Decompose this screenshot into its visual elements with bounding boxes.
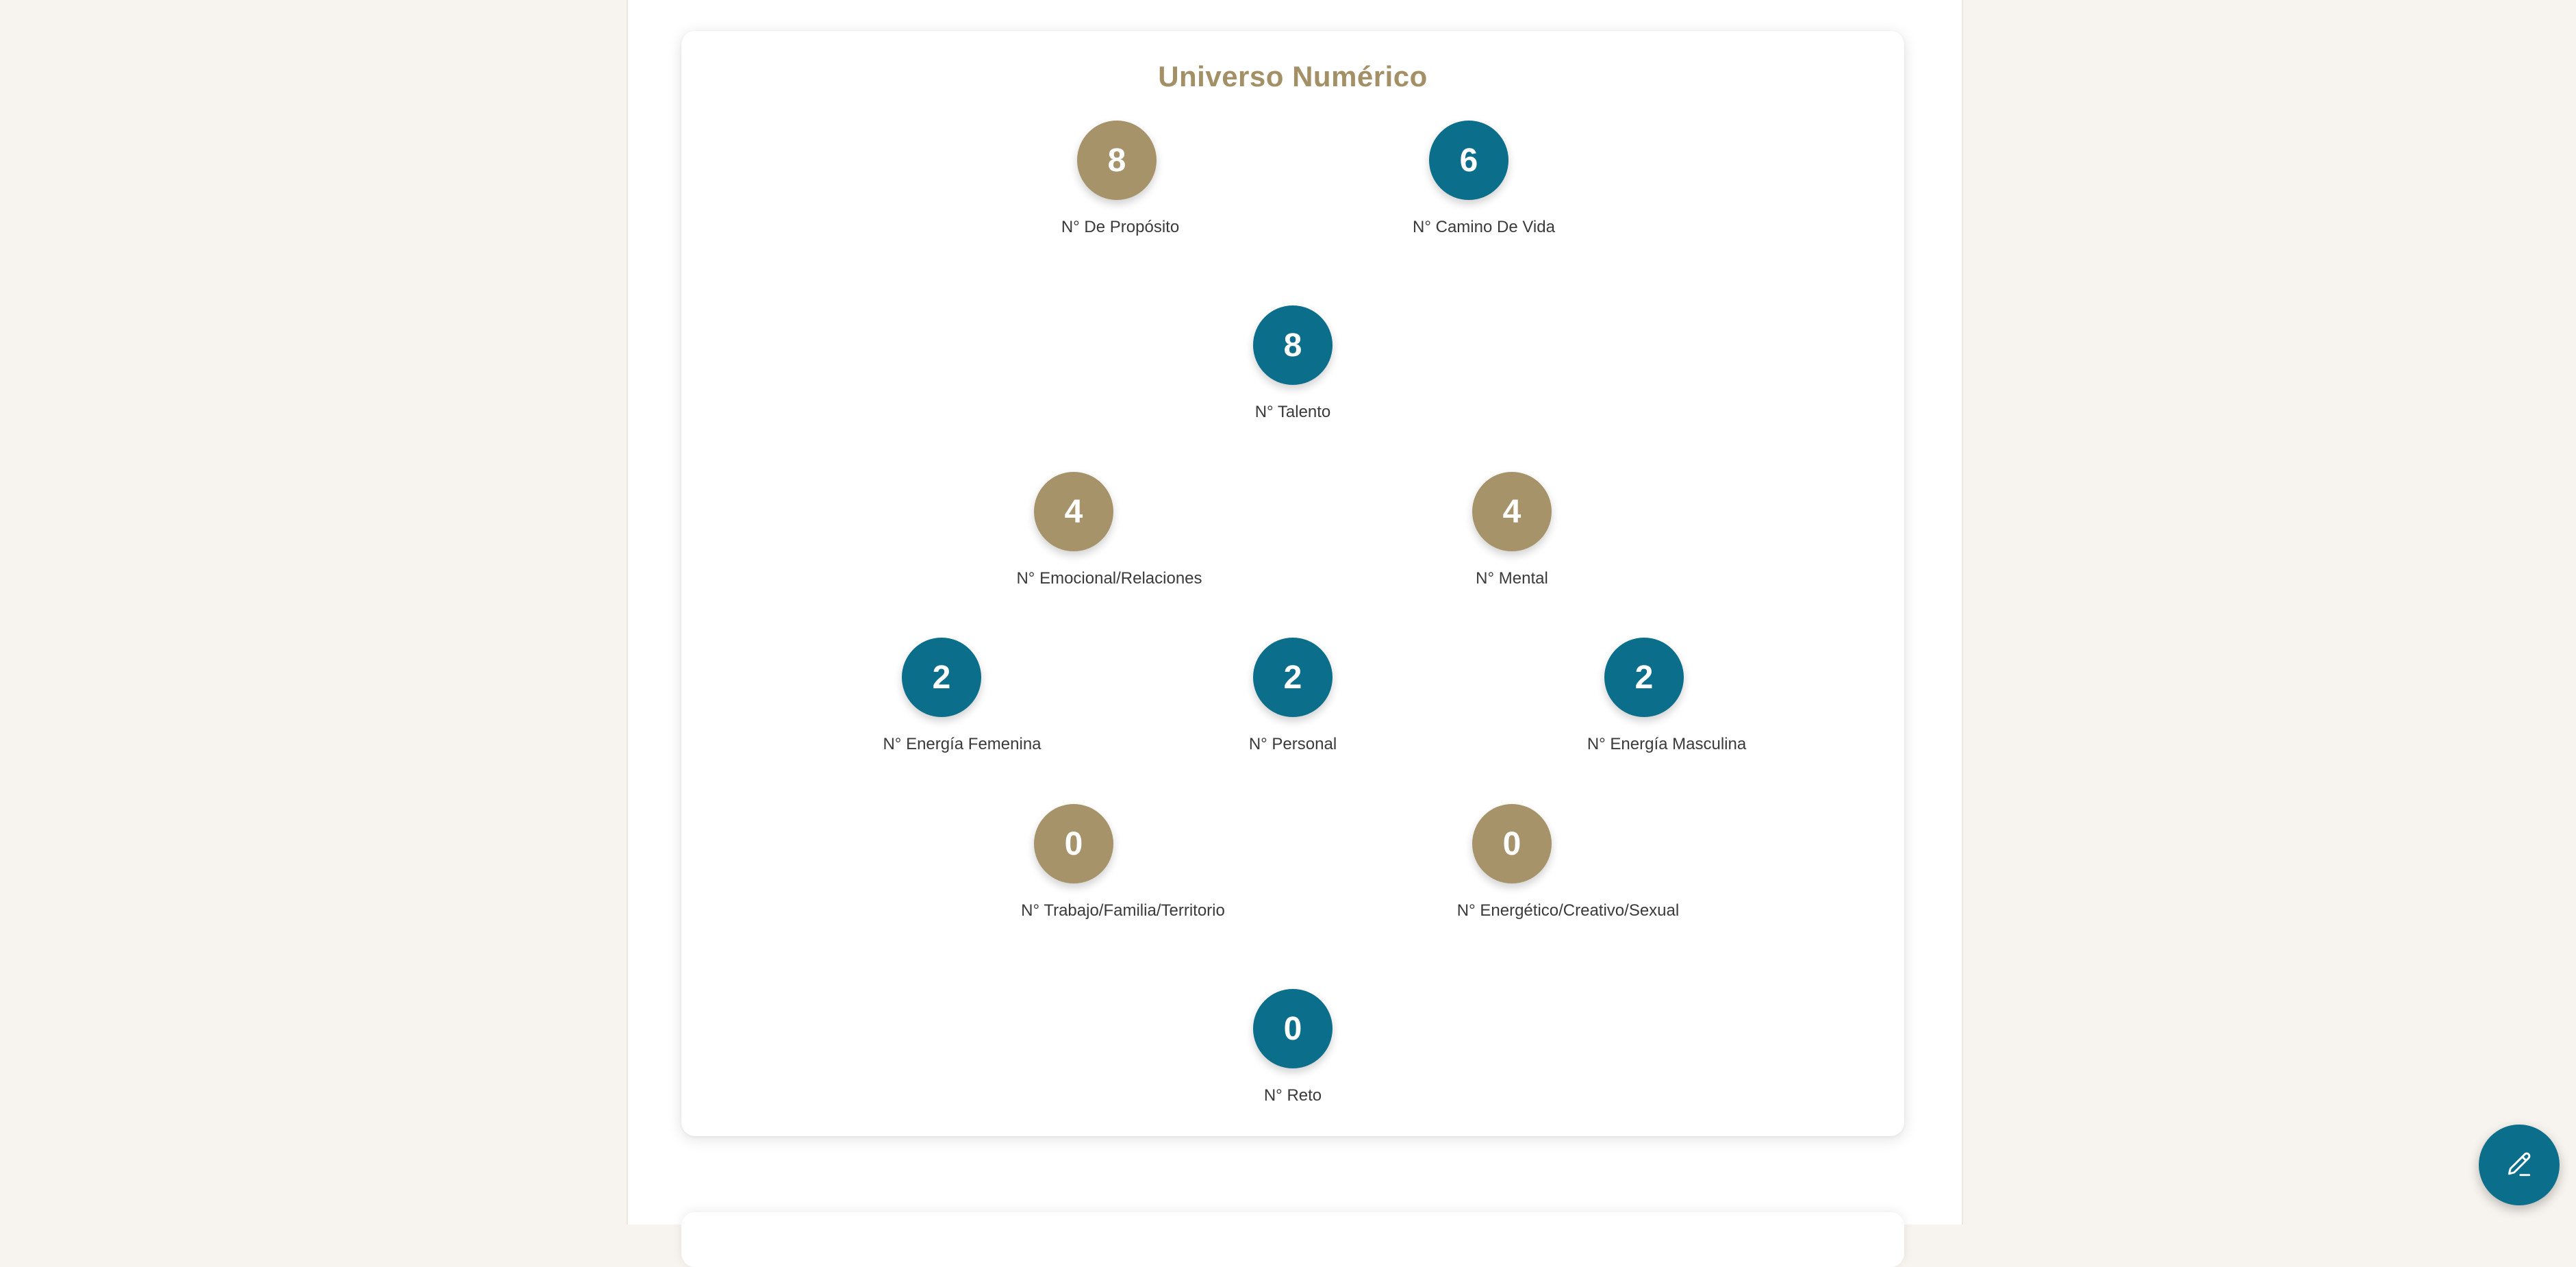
number-circle: 4 — [1034, 472, 1113, 551]
number-circle: 2 — [902, 638, 981, 717]
number-circle: 2 — [1253, 638, 1333, 717]
number-circle: 0 — [1253, 989, 1333, 1068]
card-title: Universo Numérico — [1158, 60, 1428, 92]
node-label: N° De Propósito — [1061, 218, 1180, 236]
node-label: N° Mental — [1476, 569, 1548, 588]
next-card — [681, 1212, 1904, 1267]
node-label: N° Personal — [1248, 735, 1337, 753]
node-label: N° Energético/Creativo/Sexual — [1456, 901, 1680, 920]
number-circle: 0 — [1472, 804, 1552, 883]
node-label: N° Energía Femenina — [883, 735, 1041, 753]
number-circle: 8 — [1077, 121, 1157, 200]
node-label: N° Emocional/Relaciones — [1016, 569, 1202, 588]
node-label: N° Energía Masculina — [1587, 735, 1747, 753]
number-circle: 0 — [1034, 804, 1113, 883]
node-label: N° Reto — [1263, 1086, 1322, 1105]
number-circle: 4 — [1472, 472, 1552, 551]
pencil-icon — [2504, 1150, 2534, 1180]
edit-button[interactable] — [2479, 1125, 2560, 1205]
number-circle: 6 — [1429, 121, 1508, 200]
node-label: N° Talento — [1254, 403, 1331, 421]
node-label: N° Trabajo/Familia/Territorio — [1021, 901, 1225, 920]
node-label: N° Camino De Vida — [1413, 218, 1555, 236]
universe-card — [681, 31, 1904, 1136]
number-circle: 2 — [1604, 638, 1684, 717]
number-circle: 8 — [1253, 305, 1333, 385]
